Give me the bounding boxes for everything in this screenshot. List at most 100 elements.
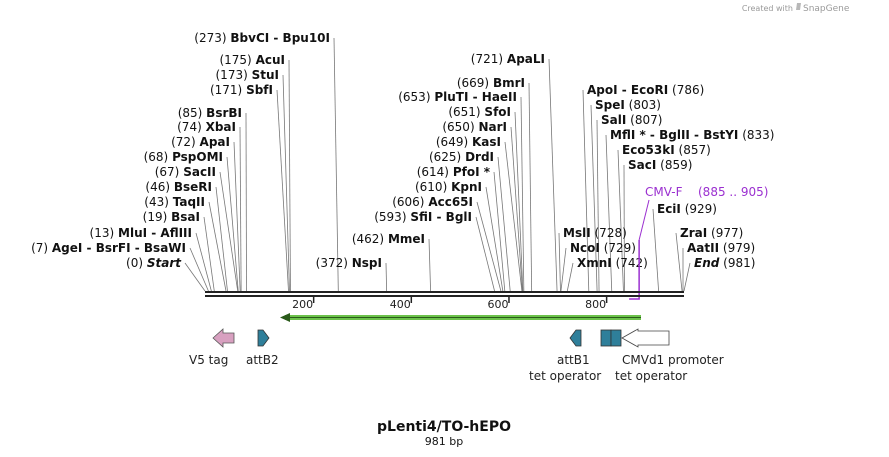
attb1-arrow-icon [569,329,582,347]
enzyme-position: (651) [448,105,480,119]
primer-cmv-f[interactable]: CMV-F (885 .. 905) [629,185,768,300]
enzyme-label[interactable]: ApoI - EcoRI (786) [587,83,704,97]
enzyme-name: MflI * - BglII - BstYI [610,128,738,142]
enzyme-cut-line [493,171,506,292]
enzyme-label[interactable]: (72) ApaI [171,135,230,149]
enzyme-name: SacII [183,165,216,179]
enzyme-cut-line [333,37,339,292]
enzyme-label[interactable]: (653) PluTI - HaeII [398,90,517,104]
enzyme-name: AgeI - BsrFI - BsaWI [52,241,186,255]
enzyme-position: (653) [398,90,430,104]
enzyme-position: (625) [429,150,461,164]
enzyme-position: (13) [90,226,115,240]
enzyme-cut-line [617,149,624,292]
enzyme-name: BbvCI - Bpu10I [230,31,330,45]
enzyme-label[interactable]: (0) Start [126,256,182,270]
cmvd1-promoter-arrow-icon [621,328,670,348]
enzyme-label[interactable]: (606) Acc65I [392,195,473,209]
enzyme-label[interactable]: (372) NspI [316,256,382,270]
enzyme-cut-line [605,134,613,292]
enzyme-label[interactable]: (171) SbfI [210,83,273,97]
feature-cmvd1-promoter[interactable]: CMVd1 promoter [621,328,724,367]
enzyme-label[interactable]: (43) TaqII [144,195,205,209]
brand-text: SnapGene [803,4,850,14]
enzyme-name: AcuI [256,53,285,67]
enzyme-name: SfoI [484,105,511,119]
enzyme-label[interactable]: AatII (979) [687,241,755,255]
enzyme-label[interactable]: XmnI (742) [577,256,648,270]
tet-operator-box-icon [600,329,612,347]
enzyme-label[interactable]: (74) XbaI [177,120,236,134]
enzyme-label[interactable]: (650) NarI [442,120,507,134]
enzyme-cut-line [195,232,212,292]
enzyme-label[interactable]: (175) AcuI [219,53,285,67]
enzyme-label[interactable]: NcoI (729) [570,241,636,255]
feature-attb1[interactable]: attB1 [557,329,590,367]
enzyme-name: SbfI [246,83,273,97]
enzyme-cut-line [184,262,206,292]
enzyme-position: (19) [143,210,168,224]
enzyme-cut-line [189,247,209,292]
enzyme-label[interactable]: (593) SfiI - BglI [374,210,472,224]
enzyme-label[interactable]: (462) MmeI [352,232,425,246]
enzyme-cut-line [560,247,567,292]
tet-operator-box-icon [610,329,622,347]
enzyme-cut-line [428,238,431,292]
enzyme-label[interactable]: SpeI (803) [595,98,661,112]
tick-label: 800 [585,298,606,311]
enzyme-position: (606) [392,195,424,209]
tick-label: 200 [292,298,313,311]
credit-text: Created with [742,4,793,13]
enzyme-cut-line [582,89,590,292]
enzyme-name: DrdI [465,150,494,164]
enzyme-name: XmnI [577,256,612,270]
enzyme-cut-line [233,141,241,292]
enzyme-label[interactable]: ZraI (977) [680,226,743,240]
enzyme-label[interactable]: SalI (807) [601,113,662,127]
enzyme-name: ApaI [200,135,230,149]
enzyme-label[interactable]: MslI (728) [563,226,627,240]
enzyme-label[interactable]: (68) PspOMI [144,150,223,164]
enzyme-name: ApoI - EcoRI [587,83,668,97]
enzyme-label[interactable]: (7) AgeI - BsrFI - BsaWI [31,241,186,255]
enzyme-label[interactable]: (67) SacII [155,165,216,179]
enzyme-name: SpeI [595,98,625,112]
enzyme-label[interactable]: End (981) [694,256,755,270]
enzyme-label[interactable]: EciI (929) [657,202,717,216]
enzyme-name: End [694,256,720,270]
enzyme-position: (273) [194,31,226,45]
enzyme-label[interactable]: (610) KpnI [415,180,482,194]
enzyme-position: (979) [723,241,755,255]
enzyme-label[interactable]: (173) StuI [216,68,280,82]
enzyme-label[interactable]: (669) BmrI [457,76,525,90]
enzyme-name: PspOMI [172,150,223,164]
enzyme-label[interactable]: (721) ApaLI [471,52,545,66]
enzyme-label[interactable]: (19) BsaI [143,210,200,224]
enzyme-label[interactable]: (614) PfoI * [417,165,491,179]
feature-tet-operator-2[interactable]: tet operator [610,329,687,383]
enzyme-name: SacI [628,158,656,172]
enzyme-cut-line [476,201,502,292]
feature-attb2[interactable]: attB2 [246,329,279,367]
enzyme-label[interactable]: (651) SfoI [448,105,511,119]
enzyme-label[interactable]: (46) BseRI [145,180,212,194]
enzyme-cut-line [219,171,239,292]
enzyme-position: (7) [31,241,48,255]
enzyme-position: (610) [415,180,447,194]
enzyme-label[interactable]: (649) KasI [436,135,501,149]
enzyme-cut-line [385,262,388,292]
feature-label: attB1 [557,353,590,367]
enzyme-label[interactable]: MflI * - BglII - BstYI (833) [610,128,775,142]
orf-arrow[interactable] [280,313,641,322]
enzyme-cut-line [215,186,228,292]
enzyme-label[interactable]: (85) BsrBI [178,106,242,120]
enzyme-label[interactable]: (625) DrdI [429,150,494,164]
enzyme-cut-line [282,74,290,292]
enzyme-label[interactable]: Eco53kI (857) [622,143,711,157]
enzyme-cut-line [566,262,574,292]
enzyme-label[interactable]: (273) BbvCI - Bpu10I [194,31,330,45]
enzyme-label[interactable]: (13) MluI - AflIII [90,226,192,240]
feature-v5-tag[interactable]: V5 tag [189,328,235,367]
enzyme-label[interactable]: SacI (859) [628,158,692,172]
